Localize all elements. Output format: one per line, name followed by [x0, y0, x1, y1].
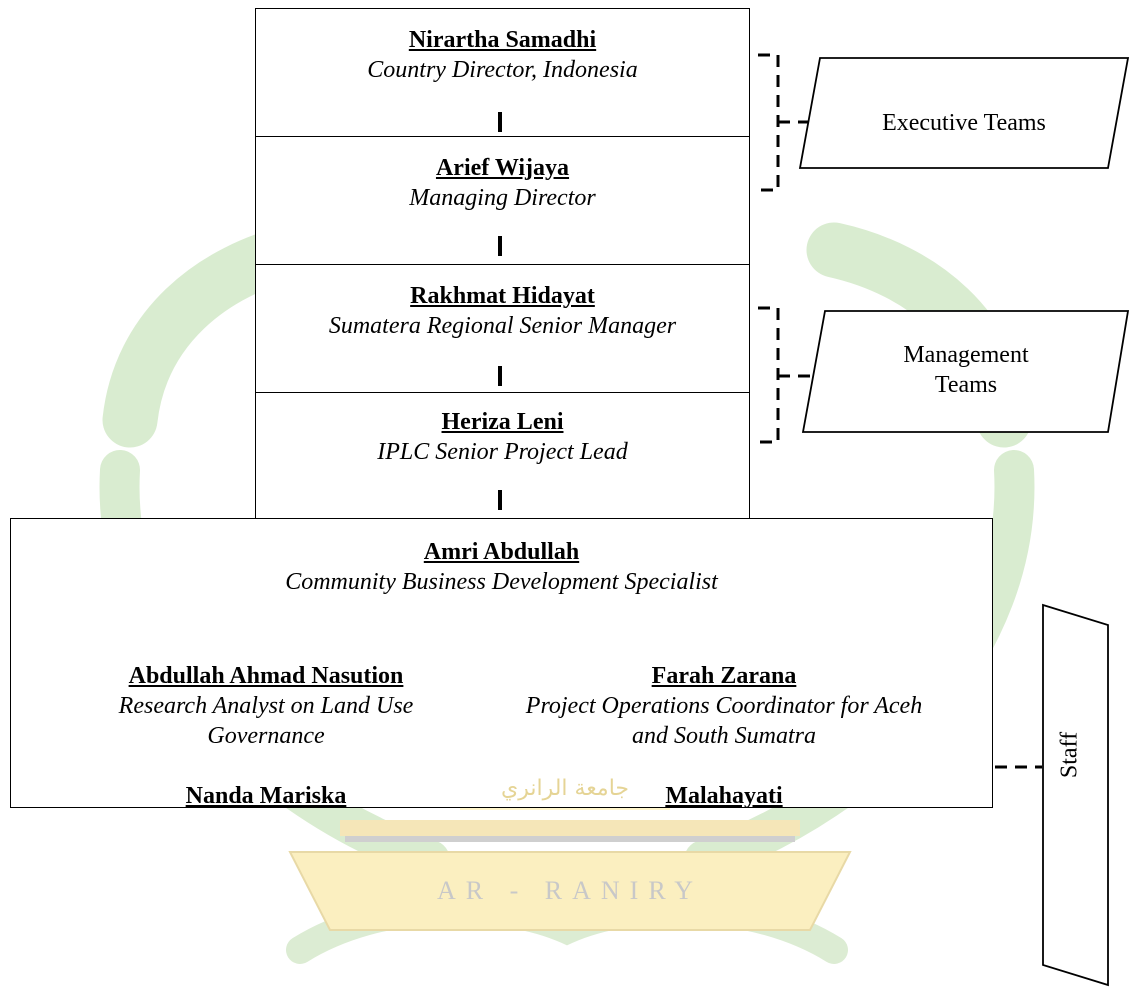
- person-role: Managing Director: [409, 185, 596, 211]
- hierarchy-connector: [498, 366, 502, 386]
- management-teams-label-line: Teams: [934, 372, 998, 398]
- person-name: Nirartha Samadhi: [408, 27, 597, 53]
- staff-label: Staff: [1056, 731, 1083, 779]
- executive-bracket: [758, 53, 780, 192]
- org-box-managing-director: Arief Wijaya Managing Director: [255, 136, 750, 266]
- person-role: Sumatera Regional Senior Manager: [328, 313, 677, 339]
- person-name: Rakhmat Hidayat: [410, 283, 595, 309]
- watermark-arabic-text: جامعة الرانري: [500, 776, 630, 801]
- staff-shape: [1042, 603, 1109, 987]
- executive-teams-shape: [798, 57, 1130, 169]
- person-name: Arief Wijaya: [435, 155, 570, 181]
- executive-teams-label: Executive Teams: [882, 110, 1046, 136]
- management-bracket: [758, 306, 780, 444]
- org-box-regional-manager: Rakhmat Hidayat Sumatera Regional Senior…: [255, 264, 750, 394]
- person-role: Country Director, Indonesia: [367, 57, 638, 83]
- hierarchy-connector: [498, 112, 502, 132]
- hierarchy-connector: [498, 490, 502, 510]
- management-teams-label-line: Management: [903, 342, 1029, 368]
- watermark-latin-text: AR - RANIRY: [436, 876, 703, 905]
- hierarchy-connector: [498, 236, 502, 256]
- person-name: Heriza Leni: [441, 409, 564, 435]
- management-teams-label: Management Teams: [812, 340, 1120, 400]
- org-box-country-director: Nirartha Samadhi Country Director, Indon…: [255, 8, 750, 138]
